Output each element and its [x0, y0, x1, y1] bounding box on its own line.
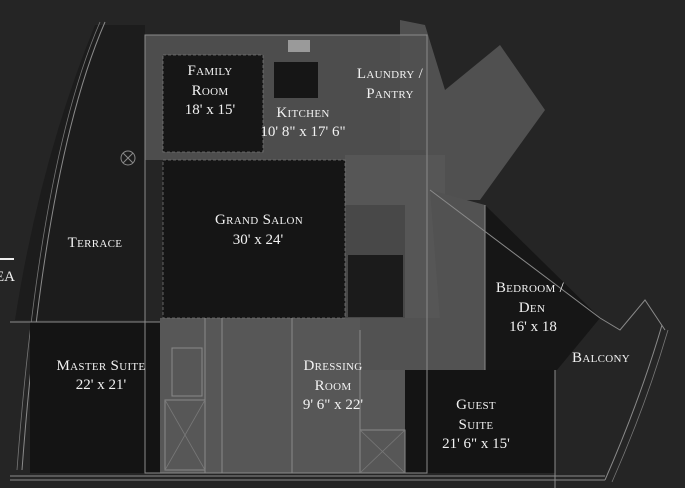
shower-cross [164, 399, 206, 471]
kitchen-size: 10' 8" x 17' 6" [260, 124, 345, 140]
dressing-room-label-2: Room [315, 378, 352, 394]
edge-rule [0, 258, 14, 260]
terrace-area [15, 25, 145, 320]
hall-bottom [360, 318, 485, 370]
family-room-size: 18' x 15' [185, 102, 236, 118]
light-fixture-icon [120, 150, 136, 166]
dressing-room-size: 9' 6" x 22' [303, 397, 364, 413]
terrace-label: Terrace [68, 235, 123, 251]
laundry-label: Laundry / [357, 66, 424, 82]
balcony-rail [599, 299, 666, 331]
bedroom-den-label-2: Den [519, 300, 545, 316]
guest-suite-label: Guest [456, 397, 496, 413]
family-room-label-2: Room [192, 83, 229, 99]
balcony-label: Balcony [572, 350, 630, 366]
master-suite-fill [30, 322, 160, 473]
kitchen-label: Kitchen [276, 105, 329, 121]
guest-suite-fill [405, 370, 555, 473]
shower-guest-cross [359, 429, 406, 474]
grand-salon-label: Grand Salon [215, 212, 303, 228]
family-room-fill [163, 55, 263, 152]
grand-salon-size: 30' x 24' [233, 232, 284, 248]
family-room-outline [162, 54, 264, 153]
outer-wall [144, 34, 428, 474]
grand-salon-fill [163, 160, 345, 318]
master-suite-size: 22' x 21' [76, 377, 127, 393]
bedroom-den-fill [485, 205, 600, 370]
master-suite-label: Master Suite [57, 358, 146, 374]
shower [164, 399, 206, 471]
family-room-label: Family [187, 63, 232, 79]
guest-suite-size: 21' 6" x 15' [442, 436, 510, 452]
cooktop [288, 40, 310, 52]
edge-fragment-label: EA [0, 269, 15, 285]
dressing-room-label: Dressing [303, 358, 362, 374]
kitchen-island [274, 62, 318, 98]
guest-suite-label-2: Suite [459, 417, 494, 433]
closet-dark [348, 255, 403, 317]
wall [429, 189, 601, 319]
bedroom-den-size: 16' x 18 [509, 319, 557, 335]
balcony-curve-outer [611, 329, 669, 483]
laundry-label-2: Pantry [366, 86, 413, 102]
bedroom-den-label: Bedroom / [496, 280, 565, 296]
grand-salon-outline [162, 159, 346, 319]
bathtub [171, 347, 203, 397]
balcony-curve [604, 324, 663, 481]
terrace-glass-curve-inner [16, 21, 101, 471]
shower-guest [359, 429, 406, 474]
terrace-glass-curve [21, 21, 106, 471]
light-fixture-cross [122, 152, 134, 164]
